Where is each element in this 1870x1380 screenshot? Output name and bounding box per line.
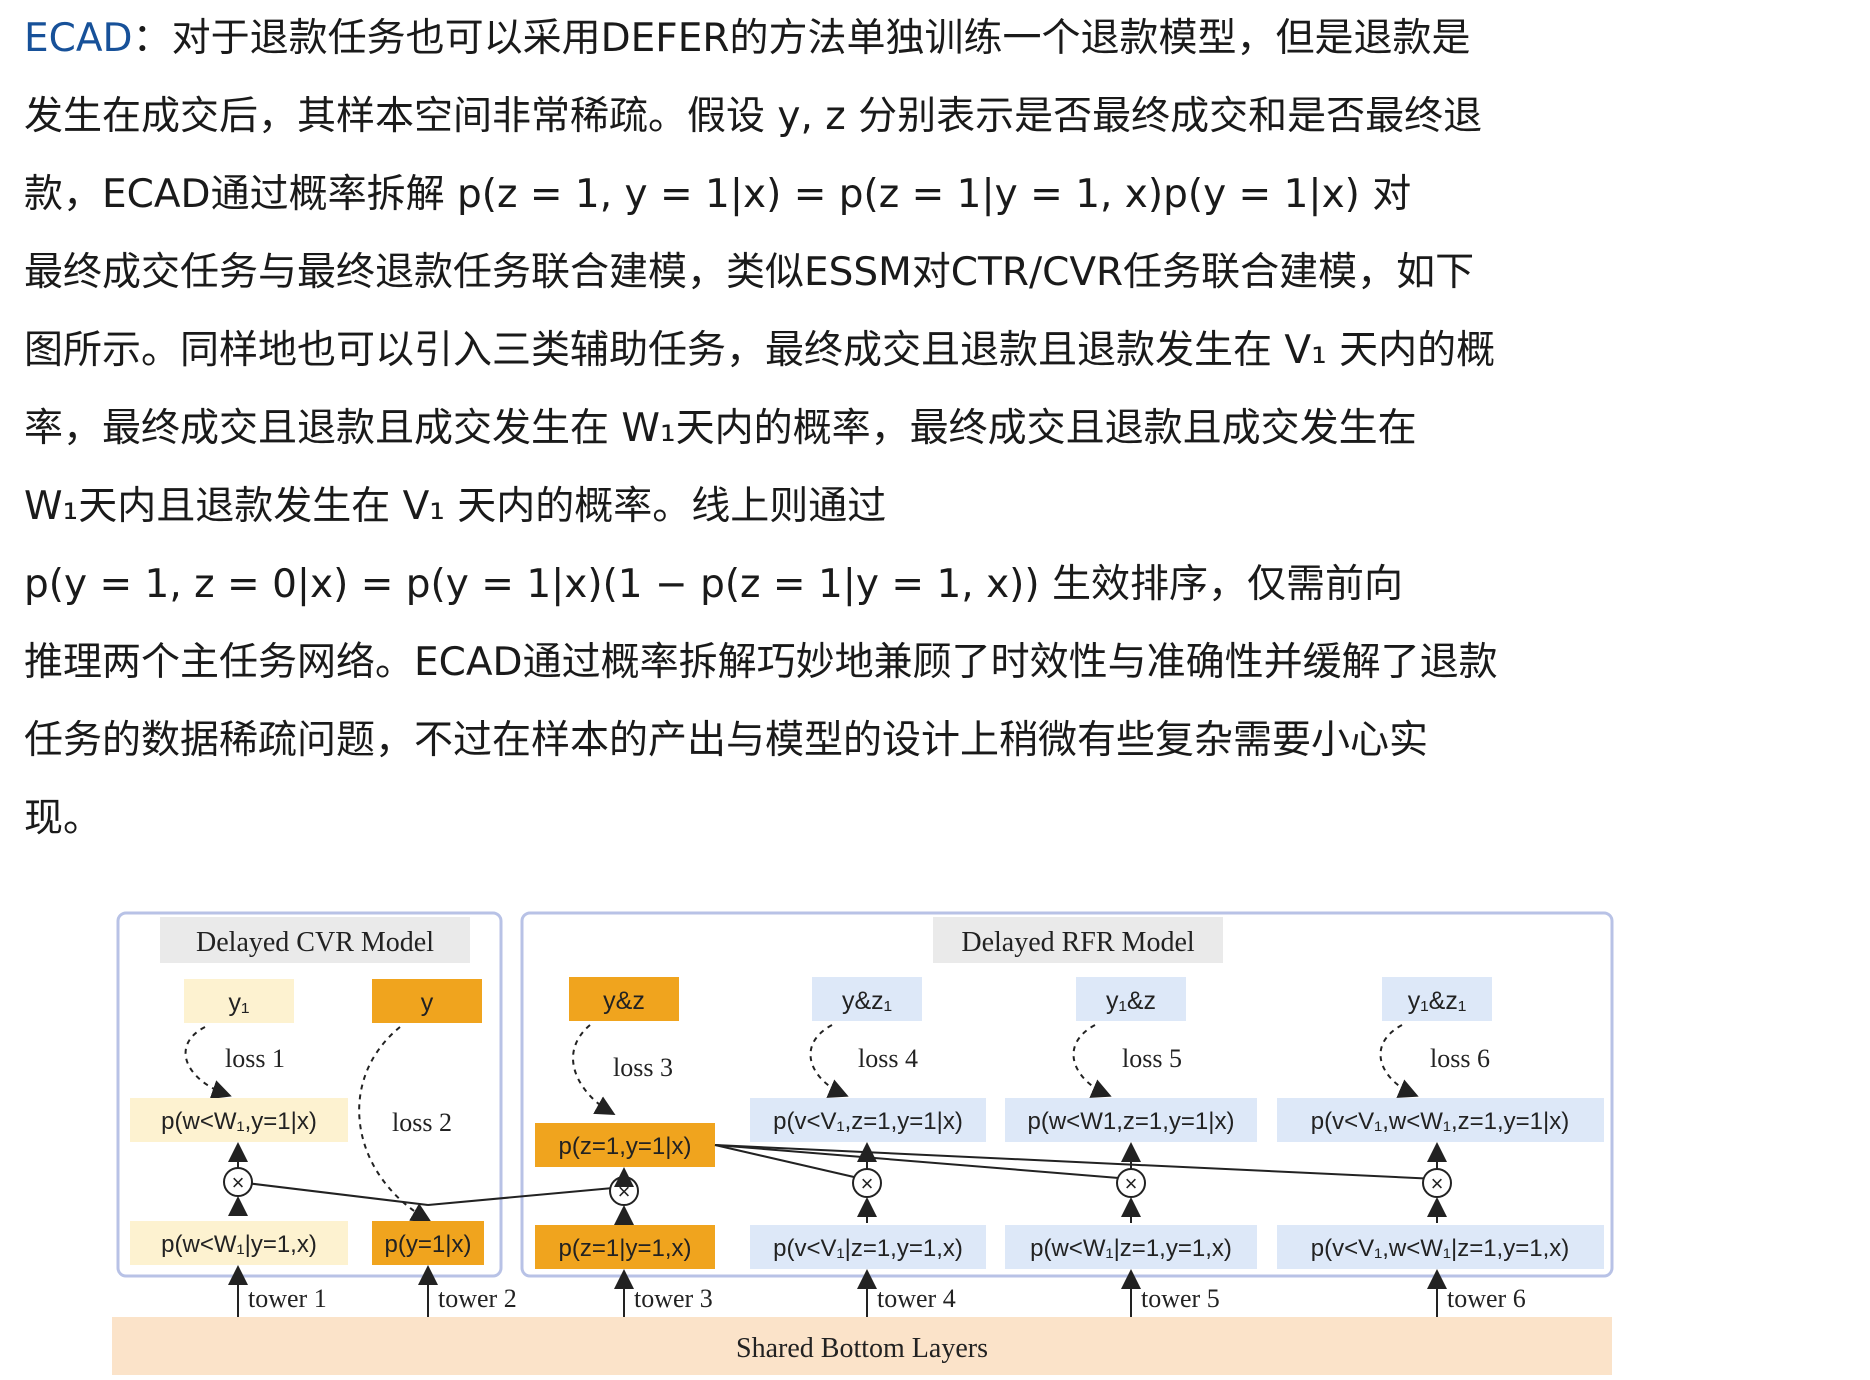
prob-w-y: p(w<W₁,y=1|x) — [161, 1108, 317, 1135]
multiply-symbol-5: × — [1125, 1171, 1138, 1196]
paragraph-line-2: 发生在成交后，其样本空间非常稀疏。假设 y, z 分别表示是否最终成交和是否最终… — [24, 94, 1483, 139]
line-text: ：对于退款任务也可以采用DEFER的方法单独训练一个退款模型，但是退款是 — [132, 16, 1471, 61]
prob-w-given-y-box — [130, 1221, 348, 1265]
prob-w-zy: p(w<W1,z=1,y=1|x) — [1028, 1108, 1235, 1135]
rfr-model-panel — [520, 911, 1614, 1278]
label-y1z: y₁&z — [1106, 987, 1156, 1015]
tower-2-label: tower 2 — [438, 1284, 517, 1313]
prob-w-given-y: p(w<W₁|y=1,x) — [161, 1231, 317, 1258]
rfr-model-title: Delayed RFR Model — [961, 927, 1195, 958]
cvr-model-title: Delayed CVR Model — [196, 927, 434, 958]
label-y: y — [421, 989, 434, 1017]
paragraph-line-3: 款，ECAD通过概率拆解 p(z = 1, y = 1|x) = p(z = 1… — [24, 172, 1412, 217]
multiply-symbol-3: × — [618, 1179, 631, 1204]
prob-vw-zy-box — [1277, 1098, 1604, 1142]
cvr-title-box — [160, 917, 470, 963]
label-y1: y₁ — [229, 989, 250, 1017]
loss-5-arrow — [1072, 1024, 1112, 1098]
shared-bottom-label: Shared Bottom Layers — [736, 1333, 988, 1364]
loss-2-arrow — [358, 1026, 432, 1223]
label-y1-box — [184, 979, 294, 1023]
label-y-box — [372, 979, 482, 1023]
paragraph-line-7: W₁天内且退款发生在 V₁ 天内的概率。线上则通过 — [24, 484, 887, 529]
loss-3-label: loss 3 — [613, 1053, 673, 1082]
label-y1z1-box — [1382, 977, 1492, 1021]
multiply-symbol-6: × — [1431, 1171, 1444, 1196]
paragraph-line-6: 率，最终成交且退款且成交发生在 W₁天内的概率，最终成交且退款且成交发生在 — [24, 406, 1417, 451]
prob-y: p(y=1|x) — [385, 1231, 472, 1258]
loss-6-label: loss 6 — [1430, 1044, 1490, 1073]
paragraph-line-9: 推理两个主任务网络。ECAD通过概率拆解巧妙地兼顾了时效性与准确性并缓解了退款 — [24, 640, 1498, 685]
prob-w-y-box — [130, 1098, 348, 1142]
prob-v-given-zy-box — [750, 1225, 986, 1269]
tower-3-label: tower 3 — [634, 1284, 713, 1313]
rfr-title-box — [933, 917, 1223, 963]
prob-w-zy-box — [1005, 1098, 1257, 1142]
loss-4-arrow — [809, 1024, 849, 1098]
prob-z-given-y-box — [535, 1225, 715, 1269]
loss-2-label: loss 2 — [392, 1108, 452, 1137]
architecture-diagram: Shared Bottom Layers Delayed CVR Model D… — [112, 911, 1614, 1375]
prob-y-box — [372, 1221, 484, 1265]
loss-1-label: loss 1 — [225, 1044, 285, 1073]
label-yz: y&z — [603, 987, 645, 1015]
paragraph-line-8: p(y = 1, z = 0|x) = p(y = 1|x)(1 − p(z =… — [24, 562, 1403, 607]
prob-vw-zy: p(v<V₁,w<W₁,z=1,y=1|x) — [1311, 1108, 1570, 1135]
paragraph-line-11: 现。 — [24, 796, 103, 841]
label-yz1: y&z₁ — [842, 987, 892, 1015]
loss-3-arrow — [572, 1024, 616, 1115]
prob-w-given-zy: p(w<W₁|z=1,y=1,x) — [1030, 1235, 1232, 1262]
prob-zy-box — [535, 1123, 715, 1167]
prob-w-given-zy-box — [1005, 1225, 1257, 1269]
paragraph-line-5: 图所示。同样地也可以引入三类辅助任务，最终成交且退款且退款发生在 V₁ 天内的概 — [24, 328, 1496, 373]
article-body: ECAD：对于退款任务也可以采用DEFER的方法单独训练一个退款模型，但是退款是… — [24, 0, 1854, 858]
prob-v-given-zy: p(v<V₁|z=1,y=1,x) — [773, 1235, 963, 1262]
prob-vw-given-zy: p(v<V₁,w<W₁|z=1,y=1,x) — [1311, 1235, 1570, 1262]
paragraph-line-4: 最终成交任务与最终退款任务联合建模，类似ESSM对CTR/CVR任务联合建模，如… — [24, 250, 1475, 295]
tower-4-label: tower 4 — [877, 1284, 956, 1313]
loss-1-arrow — [184, 1026, 232, 1100]
loss-4-label: loss 4 — [858, 1044, 918, 1073]
prob-v-zy: p(v<V₁,z=1,y=1|x) — [773, 1108, 963, 1135]
prob-zy: p(z=1,y=1|x) — [559, 1133, 692, 1160]
label-y1z1: y₁&z₁ — [1408, 987, 1467, 1015]
paragraph-line-1: ECAD：对于退款任务也可以采用DEFER的方法单独训练一个退款模型，但是退款是 — [24, 0, 1854, 78]
tower-1-label: tower 1 — [248, 1284, 327, 1313]
label-yz-box — [569, 977, 679, 1021]
loss-6-arrow — [1379, 1024, 1419, 1098]
multiply-symbol-4: × — [861, 1171, 874, 1196]
loss-5-label: loss 5 — [1122, 1044, 1182, 1073]
prob-v-zy-box — [750, 1098, 986, 1142]
label-yz1-box — [812, 977, 922, 1021]
shared-bottom-box — [112, 1317, 1612, 1375]
model-architecture-figure: Shared Bottom Layers Delayed CVR Model D… — [110, 905, 1620, 1380]
paragraph-line-10: 任务的数据稀疏问题，不过在样本的产出与模型的设计上稍微有些复杂需要小心实 — [24, 718, 1429, 763]
label-y1z-box — [1076, 977, 1186, 1021]
ecad-term-link[interactable]: ECAD — [24, 16, 133, 61]
tower-5-label: tower 5 — [1141, 1284, 1220, 1313]
multiply-symbol-1: × — [232, 1170, 245, 1195]
prob-z-given-y: p(z=1|y=1,x) — [559, 1235, 692, 1262]
tower-6-label: tower 6 — [1447, 1284, 1526, 1313]
prob-vw-given-zy-box — [1277, 1225, 1604, 1269]
